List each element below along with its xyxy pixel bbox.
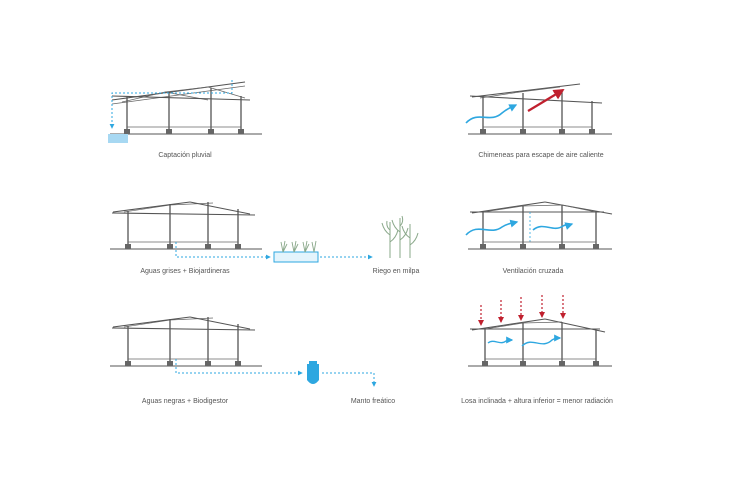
chimney-section bbox=[465, 83, 612, 135]
blackwater-section bbox=[110, 316, 377, 387]
caption-irrigation: Riego en milpa bbox=[372, 268, 420, 275]
biodigester-icon bbox=[307, 361, 319, 384]
greywater-section bbox=[110, 201, 419, 263]
caption-sloped-slab: Losa inclinada + altura inferior = menor… bbox=[461, 398, 613, 405]
biojardinera-icon bbox=[273, 240, 319, 263]
caption-rain-capture: Captación pluvial bbox=[158, 152, 212, 159]
caption-water-table: Manto freático bbox=[350, 398, 396, 405]
milpa-corn-icon bbox=[381, 215, 419, 258]
caption-greywater: Aguas grises + Biojardineras bbox=[140, 268, 230, 275]
caption-blackwater: Aguas negras + Biodigestor bbox=[141, 398, 229, 405]
sloped-slab-section bbox=[468, 295, 612, 367]
cross-ventilation-section bbox=[465, 201, 613, 250]
caption-cross-ventilation: Ventilación cruzada bbox=[502, 268, 564, 275]
solar-radiation-arrows bbox=[478, 295, 566, 326]
rain-capture-section bbox=[108, 80, 262, 143]
caption-chimneys: Chimeneas para escape de aire caliente bbox=[478, 152, 604, 159]
